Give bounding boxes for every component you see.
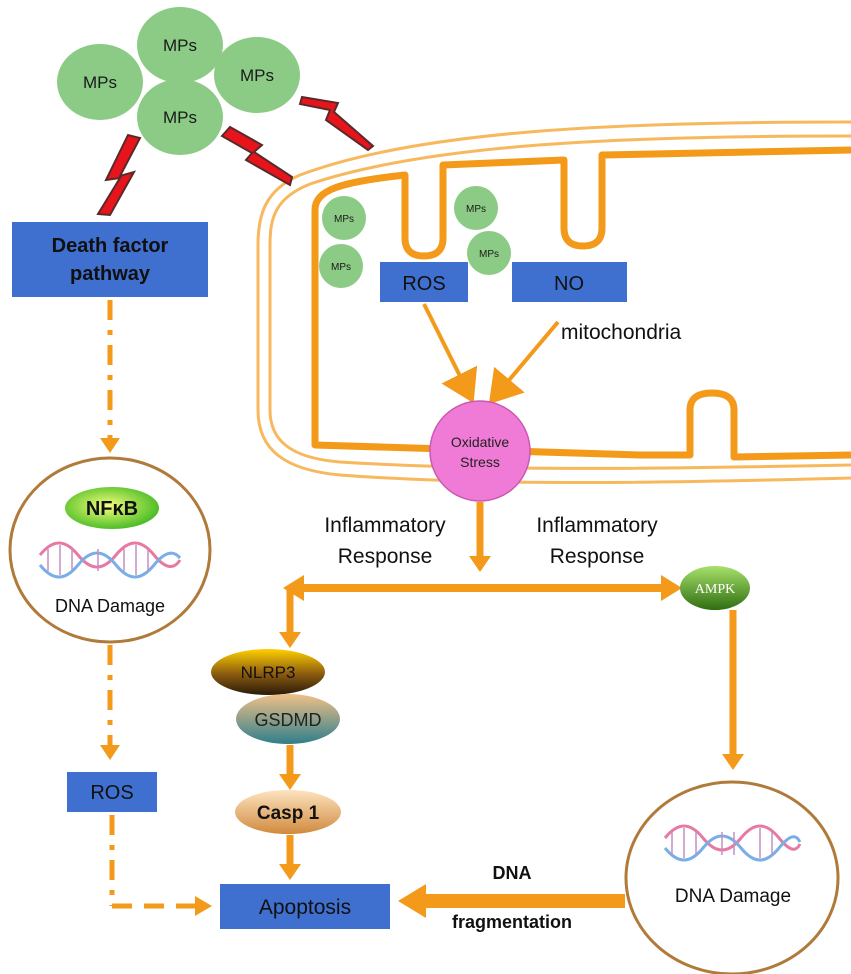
mp-particle-small: MPs	[454, 186, 498, 230]
mp-particle: MPs	[137, 7, 223, 83]
mp-particle: MPs	[57, 44, 143, 120]
arrow-oxidative-down	[469, 502, 491, 572]
dna-helix-icon	[663, 824, 802, 862]
svg-text:AMPK: AMPK	[695, 582, 735, 597]
dna-fragmentation-label-line1: DNA	[493, 863, 532, 883]
inflammatory-response-left-line1: Inflammatory	[324, 514, 446, 537]
mp-particle-small: MPs	[319, 244, 363, 288]
mitochondria-label: mitochondria	[561, 321, 682, 344]
svg-text:MPs: MPs	[479, 249, 499, 260]
svg-text:Casp 1: Casp 1	[257, 803, 320, 824]
arrow-dna-fragmentation	[398, 884, 625, 918]
gsdmd-node: GSDMD	[236, 694, 340, 744]
inflammatory-double-arrow	[283, 575, 682, 601]
svg-text:MPs: MPs	[331, 262, 351, 273]
svg-text:DNA Damage: DNA Damage	[675, 886, 791, 907]
no-inner-box: NO	[512, 262, 627, 302]
svg-text:MPs: MPs	[240, 66, 274, 85]
svg-text:ROS: ROS	[402, 273, 445, 295]
mp-particle: MPs	[214, 37, 300, 113]
arrow-nfkb-to-ros	[100, 645, 120, 760]
ros-inner-box: ROS	[380, 262, 468, 302]
ros-left-box: ROS	[67, 772, 157, 812]
svg-text:DNA Damage: DNA Damage	[55, 596, 165, 616]
arrow-ros-to-apoptosis	[109, 815, 212, 916]
svg-text:Oxidative: Oxidative	[451, 434, 510, 450]
inflammatory-response-left-line2: Response	[338, 545, 433, 568]
nlrp3-node: NLRP3	[211, 649, 325, 695]
inflammatory-response-right-line1: Inflammatory	[536, 514, 658, 537]
arrow-ampk-to-dna-damage	[722, 610, 744, 770]
arrow-ros-to-oxidative	[422, 303, 478, 404]
svg-text:MPs: MPs	[163, 108, 197, 127]
mp-particle-small: MPs	[467, 231, 511, 275]
dna-helix-icon	[38, 541, 182, 579]
ampk-node: AMPK	[680, 566, 750, 610]
svg-text:NLRP3: NLRP3	[241, 663, 296, 682]
arrow-no-to-oxidative	[488, 320, 560, 405]
lightning-bolt-icon	[96, 133, 142, 217]
svg-text:MPs: MPs	[334, 214, 354, 225]
arrow-death-factor-to-nfkb	[100, 300, 120, 453]
svg-text:Stress: Stress	[460, 454, 500, 470]
svg-text:MPs: MPs	[163, 36, 197, 55]
svg-text:MPs: MPs	[83, 73, 117, 92]
svg-text:Death factor: Death factor	[52, 235, 169, 257]
svg-text:ROS: ROS	[90, 782, 133, 804]
svg-text:GSDMD: GSDMD	[255, 710, 322, 730]
mps-small-cluster: MPs MPs MPs MPs	[319, 186, 511, 288]
svg-text:MPs: MPs	[466, 204, 486, 215]
svg-text:pathway: pathway	[70, 263, 151, 285]
mps-cluster: MPs MPs MPs MPs	[57, 7, 300, 155]
lightning-bolt-icon	[220, 125, 294, 187]
arrow-casp1-to-apoptosis	[279, 835, 301, 880]
svg-text:NFκB: NFκB	[86, 498, 138, 520]
nfkb-badge: NFκB	[65, 487, 159, 529]
mp-particle-small: MPs	[322, 196, 366, 240]
dna-damage-right-node: DNA Damage	[624, 780, 840, 974]
arrow-gsdmd-to-casp1	[279, 745, 301, 790]
mitochondria-outline	[256, 120, 851, 485]
apoptosis-box: Apoptosis	[220, 884, 390, 929]
mp-particle: MPs	[137, 79, 223, 155]
nfkb-dna-damage-node: NFκB DNA Damage	[8, 456, 212, 644]
svg-text:Apoptosis: Apoptosis	[259, 896, 351, 919]
lightning-bolt-icon	[298, 95, 375, 152]
svg-text:NO: NO	[554, 273, 584, 295]
inflammatory-response-right-line2: Response	[550, 545, 645, 568]
oxidative-stress-node: Oxidative Stress	[429, 400, 531, 502]
arrow-to-nlrp3	[279, 588, 301, 648]
casp1-node: Casp 1	[235, 790, 341, 834]
death-factor-pathway-box: Death factor pathway	[12, 222, 208, 297]
dna-fragmentation-label-line2: fragmentation	[452, 912, 572, 932]
